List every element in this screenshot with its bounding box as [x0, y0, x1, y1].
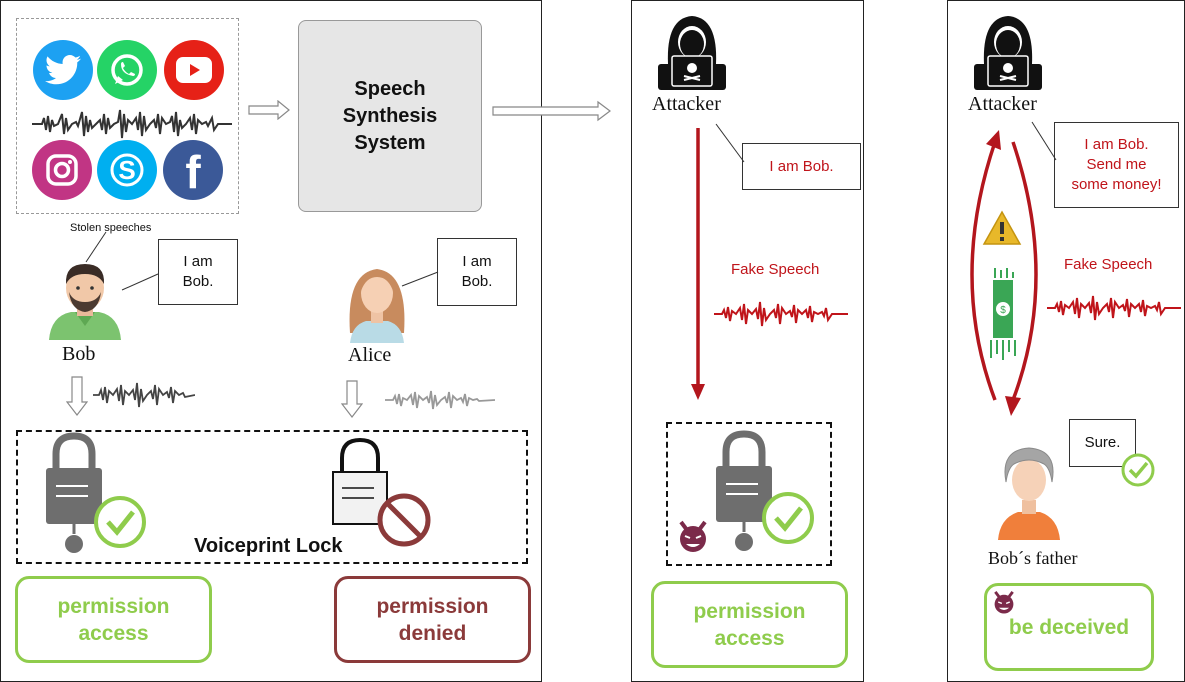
check-icon	[762, 492, 814, 544]
svg-text:f: f	[185, 148, 201, 192]
arrow-to-synthesis	[248, 100, 290, 120]
stolen-speeches-label: Stolen speeches	[70, 222, 152, 234]
alice-avatar	[349, 269, 405, 343]
father-speech-bubble: Sure.	[1069, 419, 1136, 467]
permission-access-box: permission access	[15, 576, 212, 663]
whatsapp-icon	[97, 40, 157, 100]
arrow-to-attacker	[492, 100, 611, 122]
money-icon: $	[990, 268, 1016, 360]
father-avatar	[998, 447, 1060, 540]
bob-bubble-pointer	[121, 273, 159, 291]
svg-text:$: $	[1000, 305, 1006, 316]
attacker-icon	[658, 16, 726, 90]
warning-icon	[982, 210, 1022, 245]
stolen-waveform	[32, 109, 232, 139]
fake-speech-label: Fake Speech	[1064, 256, 1153, 273]
bob-name: Bob	[62, 343, 96, 365]
attacker-label: Attacker	[968, 93, 1037, 115]
alice-waveform	[385, 390, 495, 410]
alice-down-arrow	[341, 380, 363, 418]
prohibited-icon	[377, 493, 431, 547]
instagram-icon	[32, 140, 92, 200]
father-name: Bob´s father	[988, 548, 1078, 568]
bob-avatar	[49, 264, 121, 340]
youtube-icon	[164, 40, 224, 100]
devil-icon	[994, 591, 1014, 614]
attacker-speech-bubble: I am Bob.	[742, 143, 861, 190]
lock-icon	[716, 430, 772, 551]
attacker-icon	[974, 16, 1042, 90]
attack-lock-region	[666, 422, 832, 566]
alice-bubble-pointer	[401, 271, 439, 287]
attack-permission-access-box: permission access	[651, 581, 848, 668]
devil-icon	[679, 520, 707, 552]
facebook-icon: f	[163, 140, 223, 200]
bob-waveform	[93, 382, 195, 408]
voiceprint-lock-label: Voiceprint Lock	[190, 535, 347, 558]
twitter-icon	[33, 40, 93, 100]
skype-icon: S	[97, 140, 157, 200]
stolen-connector	[85, 231, 107, 263]
permission-denied-box: permission denied	[334, 576, 531, 663]
money-bubble-pointer	[1031, 121, 1057, 161]
lock-icon	[46, 432, 102, 553]
money-request-bubble: I am Bob. Send me some money!	[1054, 122, 1179, 208]
voiceprint-lock-region	[16, 430, 528, 564]
attacker-label: Attacker	[652, 93, 721, 115]
alice-speech-bubble: I am Bob.	[437, 238, 517, 306]
be-deceived-box: be deceived	[984, 583, 1154, 671]
panel-deception	[947, 0, 1185, 682]
stolen-speeches-box	[16, 18, 239, 214]
denied-lock-icon	[332, 437, 388, 525]
attack-down-arrow	[691, 128, 705, 400]
exchange-arrows	[970, 130, 1038, 416]
panel-attack-lock	[631, 0, 864, 682]
alice-name: Alice	[348, 344, 392, 366]
bob-speech-bubble: I am Bob.	[158, 239, 238, 305]
bob-down-arrow	[66, 376, 88, 416]
fake-waveform	[1047, 295, 1181, 321]
fake-speech-label: Fake Speech	[731, 261, 820, 278]
speech-synthesis-system: Speech Synthesis System	[298, 20, 482, 212]
check-icon	[94, 496, 146, 548]
attacker-bubble-pointer	[715, 123, 745, 163]
check-icon	[1121, 453, 1155, 487]
fake-waveform	[714, 301, 848, 327]
svg-text:S: S	[118, 155, 135, 185]
